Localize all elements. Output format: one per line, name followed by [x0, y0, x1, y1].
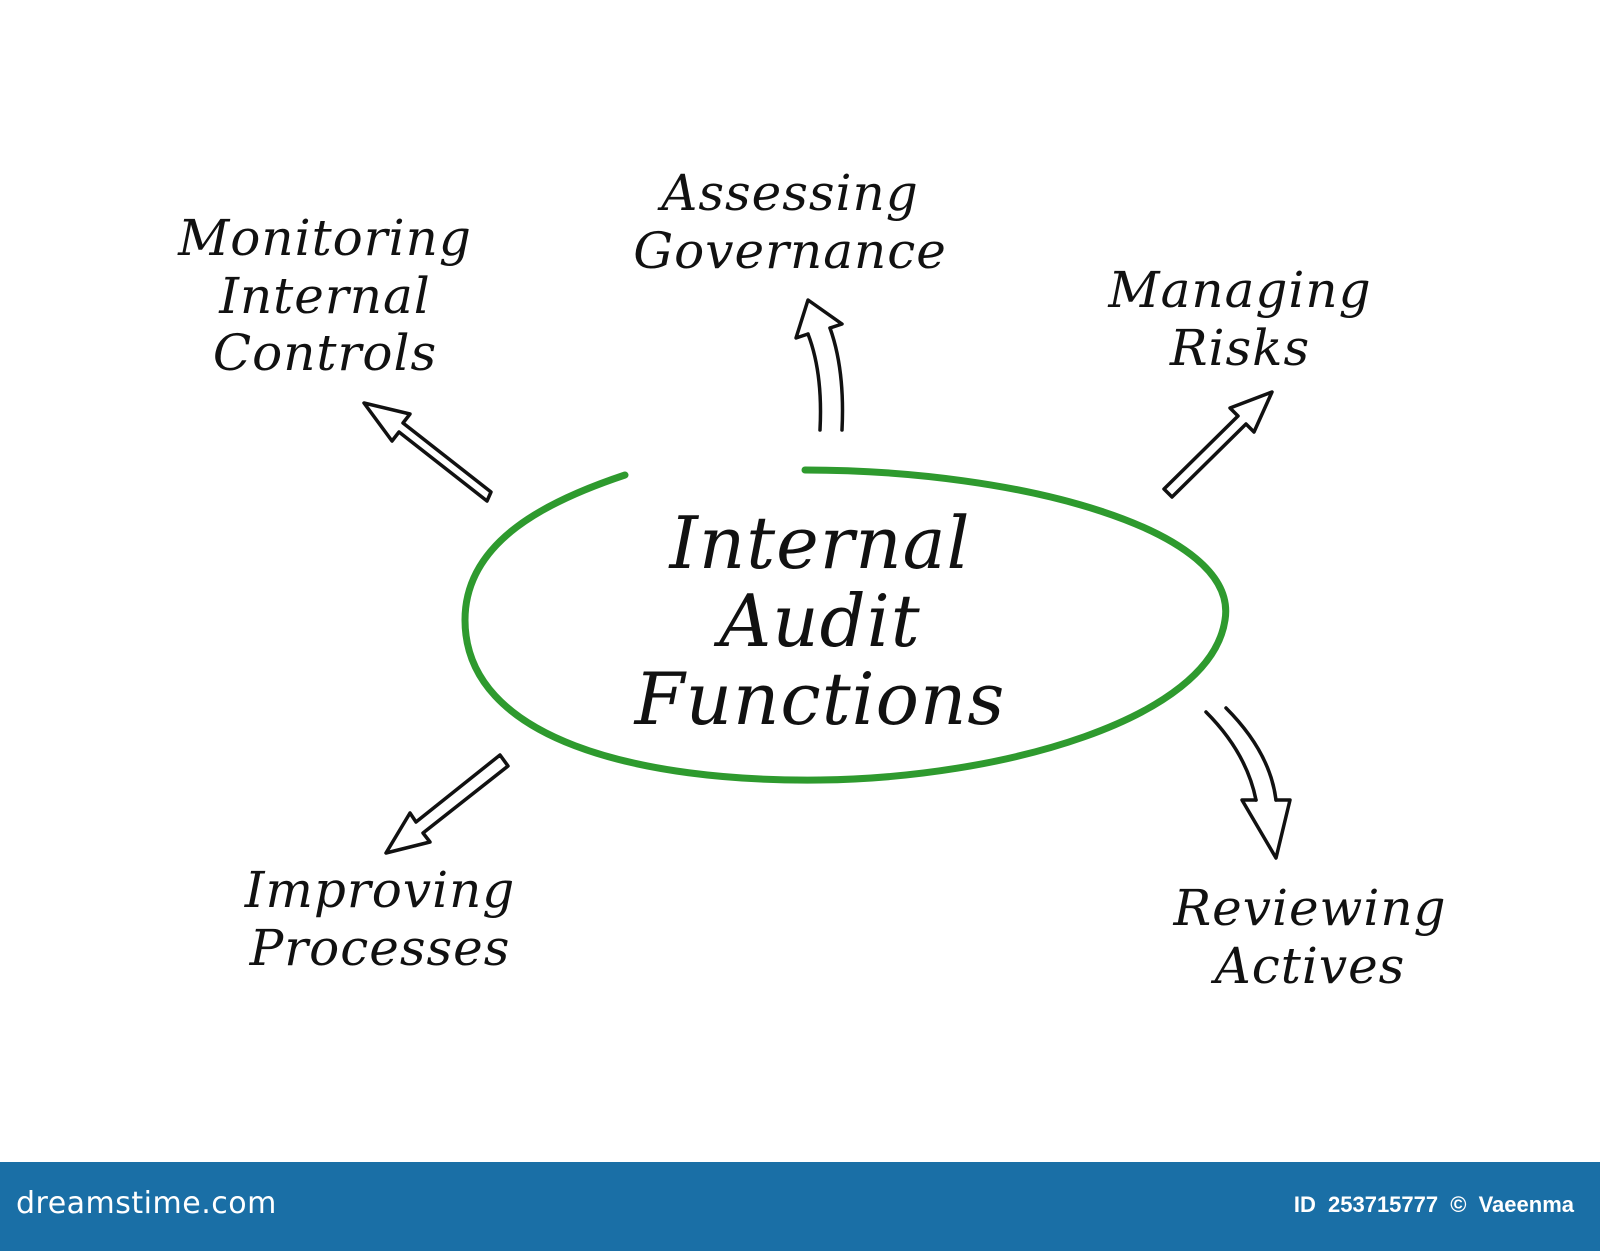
copyright-icon: ©: [1450, 1192, 1467, 1217]
arrow-top-left: [362, 401, 493, 503]
footer-bar: dreamstime.com ID 253715777 © Vaeenma: [0, 1162, 1600, 1251]
center-title: Internal Audit Functions: [590, 501, 1050, 741]
arrow-top-right: [1162, 390, 1274, 499]
center-line-3: Functions: [634, 656, 1006, 741]
node-monitoring-internal-controls: Monitoring Internal Controls: [130, 209, 520, 383]
center-ellipse: [461, 466, 1230, 784]
footer-credit: ID 253715777 © Vaeenma: [1288, 1192, 1574, 1218]
node-assessing-governance: Assessing Governance: [590, 164, 990, 280]
node-line: Monitoring: [178, 209, 472, 267]
arrow-bottom-left: [384, 753, 510, 855]
footer-id-label: ID: [1293, 1192, 1316, 1217]
center-line-2: Audit: [719, 578, 921, 663]
diagram-graphics: [362, 298, 1292, 860]
node-line: Processes: [249, 918, 511, 977]
node-line: Controls: [212, 324, 438, 382]
footer-brand[interactable]: dreamstime.com: [16, 1186, 277, 1221]
node-line: Assessing: [661, 164, 919, 222]
node-line: Internal: [219, 266, 431, 325]
arrow-bottom-right: [1204, 706, 1292, 860]
center-line-1: Internal: [669, 501, 971, 585]
footer-id-number: 253715777: [1328, 1192, 1439, 1217]
node-line: Actives: [1214, 936, 1406, 995]
footer-author: Vaeenma: [1478, 1192, 1574, 1217]
node-line: Reviewing: [1173, 879, 1447, 937]
node-line: Risks: [1169, 318, 1311, 377]
node-line: Improving: [244, 861, 516, 919]
node-line: Managing: [1108, 261, 1372, 319]
node-managing-risks: Managing Risks: [1060, 261, 1420, 377]
node-improving-processes: Improving Processes: [195, 861, 565, 977]
arrow-top: [794, 298, 845, 432]
node-reviewing-actives: Reviewing Actives: [1130, 879, 1490, 995]
node-line: Governance: [633, 221, 947, 280]
